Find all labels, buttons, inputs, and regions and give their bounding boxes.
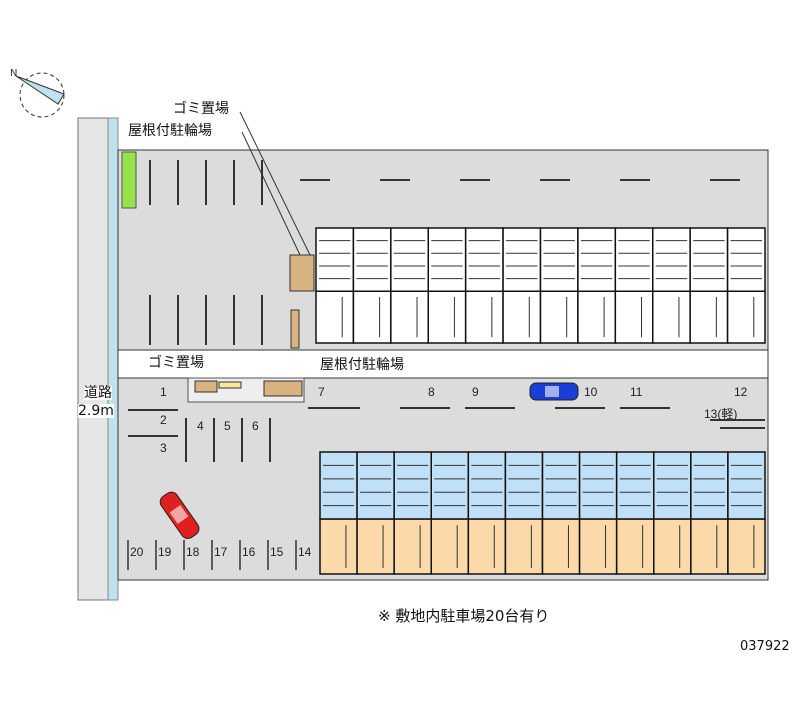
unit-back: [504, 451, 544, 520]
parking-space-6: 6: [252, 419, 259, 433]
unit-front: [726, 290, 766, 344]
bicycle-label-mid: 屋根付駐輪場: [320, 357, 404, 373]
unit-front: [427, 290, 467, 344]
road: [77, 117, 109, 601]
unit-front: [727, 518, 766, 575]
unit-front: [467, 518, 507, 575]
unit-back: [614, 227, 654, 292]
unit-front: [319, 518, 358, 575]
road-width: 2.9m: [78, 403, 114, 419]
parking-space-12: 12: [734, 385, 748, 399]
unit-back: [427, 227, 467, 292]
water-channel: [107, 117, 119, 601]
unit-back: [578, 451, 618, 520]
unit-back: [653, 451, 692, 520]
unit-front: [539, 290, 579, 344]
road-name: 道路: [84, 385, 112, 401]
unit-front: [615, 518, 655, 575]
unit-front: [690, 518, 729, 575]
bicycle-area-top: [290, 309, 300, 349]
parking-space-5: 5: [224, 419, 231, 433]
green-area: [121, 151, 137, 209]
unit-back: [467, 451, 507, 520]
lower-building: [319, 451, 766, 575]
parking-space-19: 19: [158, 545, 172, 559]
unit-front: [464, 290, 504, 344]
unit-back: [464, 227, 504, 292]
parking-space-7: 7: [318, 385, 325, 399]
garbage-area-top: [289, 254, 315, 292]
unit-front: [653, 518, 692, 575]
leader-line: [241, 131, 301, 256]
unit-front: [541, 518, 581, 575]
garbage-label-mid: ゴミ置場: [148, 355, 204, 371]
upper-building: [315, 227, 766, 344]
parking-space-8: 8: [428, 385, 435, 399]
unit-back: [539, 227, 579, 292]
walkway: [117, 349, 769, 379]
unit-front: [504, 518, 544, 575]
garbage-area-mid: [194, 380, 218, 393]
bicycle-area-mid: [263, 380, 303, 397]
unit-back: [393, 451, 432, 520]
parking-lines: [127, 160, 765, 570]
unit-front: [352, 290, 392, 344]
parking-space-14: 14: [298, 545, 312, 559]
unit-back: [390, 227, 430, 292]
unit-front: [356, 518, 395, 575]
unit-back: [430, 451, 470, 520]
unit-front: [578, 518, 618, 575]
parking-space-4: 4: [197, 419, 204, 433]
unit-back: [577, 227, 617, 292]
blue-car-icon: [529, 382, 579, 401]
unit-back: [652, 227, 691, 292]
unit-back: [356, 451, 395, 520]
bench: [218, 381, 242, 389]
parking-space-3: 3: [160, 441, 167, 455]
parking-space-1: 1: [160, 385, 167, 399]
red-car-icon: [159, 491, 200, 539]
unit-front: [689, 290, 729, 344]
unit-back: [727, 451, 766, 520]
parking-space-13: 13(軽): [704, 407, 738, 421]
leader-line: [239, 111, 311, 256]
unit-back: [315, 227, 355, 292]
unit-back: [689, 227, 729, 292]
garbage-label-top: ゴミ置場: [173, 101, 229, 117]
svg-text:N: N: [10, 68, 17, 79]
parking-space-20: 20: [130, 545, 144, 559]
unit-back: [726, 227, 766, 292]
unit-back: [690, 451, 729, 520]
unit-front: [502, 290, 542, 344]
unit-front: [652, 290, 691, 344]
unit-back: [541, 451, 581, 520]
parking-space-11: 11: [630, 385, 643, 399]
unit-front: [430, 518, 470, 575]
unit-back: [502, 227, 542, 292]
parking-space-2: 2: [160, 413, 167, 427]
unit-front: [315, 290, 355, 344]
unit-back: [319, 451, 358, 520]
parking-space-10: 10: [584, 385, 598, 399]
parking-space-15: 15: [270, 545, 284, 559]
unit-front: [577, 290, 617, 344]
unit-front: [390, 290, 430, 344]
compass-icon: N: [10, 68, 65, 118]
unit-front: [393, 518, 432, 575]
property-code: 037922: [740, 639, 790, 654]
unit-front: [614, 290, 654, 344]
unit-back: [615, 451, 655, 520]
parking-space-18: 18: [186, 545, 200, 559]
parking-space-9: 9: [472, 385, 479, 399]
unit-back: [352, 227, 392, 292]
footnote: ※ 敷地内駐車場20台有り: [378, 607, 550, 625]
parking-space-17: 17: [214, 545, 228, 559]
bicycle-label-top: 屋根付駐輪場: [128, 123, 212, 139]
parking-space-16: 16: [242, 545, 256, 559]
